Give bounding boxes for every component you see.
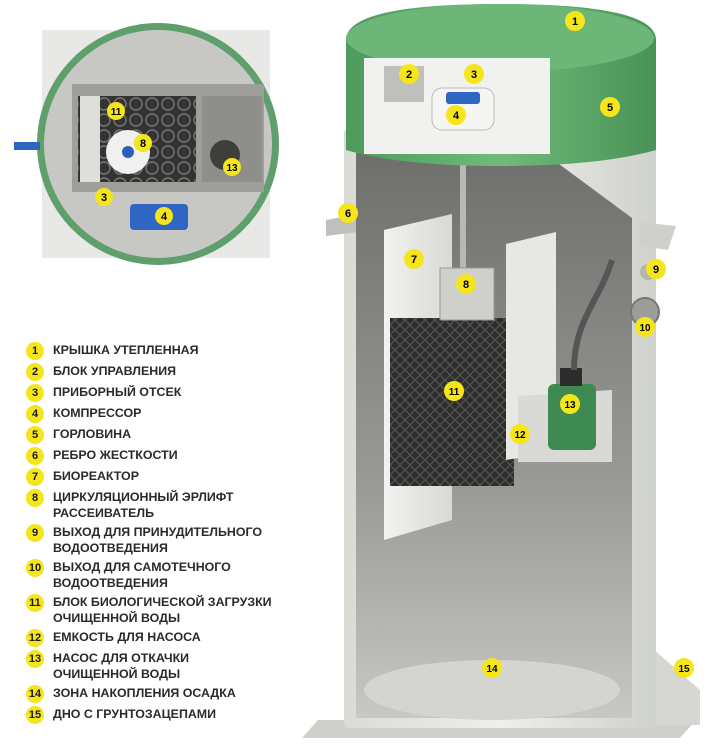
legend-text: БЛОК БИОЛОГИЧЕСКОЙ ЗАГРУЗКИ ОЧИЩЕННОЙ ВО…	[53, 595, 272, 625]
legend-item: 4 КОМПРЕССОР	[26, 405, 326, 423]
legend-text: ДНО С ГРУНТОЗАЦЕПАМИ	[53, 707, 217, 721]
main-badge-6: 6	[345, 208, 351, 220]
main-badge-4: 4	[453, 110, 460, 122]
legend-item: 15 ДНО С ГРУНТОЗАЦЕПАМИ	[26, 706, 326, 724]
legend-text: РЕБРО ЖЕСТКОСТИ	[53, 448, 178, 462]
legend-text: ВЫХОД ДЛЯ САМОТЕЧНОГО ВОДООТВЕДЕНИЯ	[53, 560, 231, 590]
bio-load-block	[390, 318, 514, 486]
legend-item: 5 ГОРЛОВИНА	[26, 426, 326, 444]
legend-item: 7 БИОРЕАКТОР	[26, 468, 326, 486]
stiffening-rib-right	[640, 222, 676, 250]
main-view-badges: 1 2 3 4 5 6 7 8 9 10 11 12 13 14 15	[338, 11, 694, 678]
compressor-accent	[446, 92, 480, 104]
legend-badge: 4	[26, 405, 44, 423]
legend-item: 8 ЦИРКУЛЯЦИОННЫЙ ЭРЛИФТ РАССЕИВАТЕЛЬ	[26, 489, 326, 521]
legend-badge: 2	[26, 363, 44, 381]
legend-badge: 8	[26, 489, 44, 507]
legend-text: ВЫХОД ДЛЯ ПРИНУДИТЕЛЬНОГО ВОДООТВЕДЕНИЯ	[53, 525, 262, 555]
legend-badge: 3	[26, 384, 44, 402]
sludge-zone	[364, 660, 620, 720]
pump-top	[560, 368, 582, 386]
legend-badge: 13	[26, 650, 44, 668]
main-badge-13: 13	[564, 400, 576, 411]
legend-text: ГОРЛОВИНА	[53, 427, 132, 441]
top-badge-13: 13	[226, 163, 238, 174]
pump-body	[548, 384, 596, 450]
legend-badge: 5	[26, 426, 44, 444]
main-badge-7: 7	[411, 254, 417, 266]
legend-text: ПРИБОРНЫЙ ОТСЕК	[53, 385, 182, 399]
legend-item: 1 КРЫШКА УТЕПЛЕННАЯ	[26, 342, 326, 360]
main-badge-1: 1	[572, 16, 578, 28]
legend-text: ЗОНА НАКОПЛЕНИЯ ОСАДКА	[53, 686, 236, 700]
top-view-badges: 11 8 3 13 4	[95, 102, 241, 225]
top-badge-3: 3	[101, 192, 107, 204]
legend-item: 14 ЗОНА НАКОПЛЕНИЯ ОСАДКА	[26, 685, 326, 703]
legend-badge: 9	[26, 524, 44, 542]
pump-hose	[571, 259, 615, 371]
legend-badge: 15	[26, 706, 44, 724]
legend-item: 6 РЕБРО ЖЕСТКОСТИ	[26, 447, 326, 465]
legend-badge: 1	[26, 342, 44, 360]
legend-text: КОМПРЕССОР	[53, 406, 142, 420]
top-view	[14, 23, 279, 265]
main-badge-15: 15	[678, 664, 690, 675]
main-badge-14: 14	[486, 664, 498, 675]
legend-badge: 11	[26, 594, 44, 612]
legend-item: 11 БЛОК БИОЛОГИЧЕСКОЙ ЗАГРУЗКИ ОЧИЩЕННОЙ …	[26, 594, 326, 626]
legend-item: 13 НАСОС ДЛЯ ОТКАЧКИ ОЧИЩЕННОЙ ВОДЫ	[26, 650, 326, 682]
legend-text: БИОРЕАКТОР	[53, 469, 139, 483]
legend-text: БЛОК УПРАВЛЕНИЯ	[53, 364, 177, 378]
legend-item: 3 ПРИБОРНЫЙ ОТСЕК	[26, 384, 326, 402]
main-badge-3: 3	[471, 69, 477, 81]
main-badge-10: 10	[639, 323, 651, 334]
main-badge-2: 2	[406, 69, 412, 81]
legend-item: 2 БЛОК УПРАВЛЕНИЯ	[26, 363, 326, 381]
top-badge-8: 8	[140, 138, 146, 150]
top-view-outlet-pipe	[14, 142, 40, 150]
airlift-pipe	[460, 160, 466, 280]
main-badge-5: 5	[607, 102, 613, 114]
top-view-partition	[80, 96, 100, 182]
legend-badge: 14	[26, 685, 44, 703]
legend-badge: 6	[26, 447, 44, 465]
main-cutaway	[302, 4, 700, 738]
main-badge-11: 11	[449, 387, 460, 398]
legend-badge: 12	[26, 629, 44, 647]
legend-text: ЦИРКУЛЯЦИОННЫЙ ЭРЛИФТ РАССЕИВАТЕЛЬ	[53, 490, 234, 520]
legend-badge: 7	[26, 468, 44, 486]
legend-text: КРЫШКА УТЕПЛЕННАЯ	[53, 343, 199, 357]
top-badge-11: 11	[111, 107, 122, 118]
legend-text: ЕМКОСТЬ ДЛЯ НАСОСА	[53, 630, 201, 644]
legend-item: 12 ЕМКОСТЬ ДЛЯ НАСОСА	[26, 629, 326, 647]
legend-item: 9 ВЫХОД ДЛЯ ПРИНУДИТЕЛЬНОГО ВОДООТВЕДЕНИЯ	[26, 524, 326, 556]
legend: 1 КРЫШКА УТЕПЛЕННАЯ 2 БЛОК УПРАВЛЕНИЯ 3 ПРИ…	[26, 342, 326, 727]
top-badge-4: 4	[161, 211, 168, 223]
legend-text: НАСОС ДЛЯ ОТКАЧКИ ОЧИЩЕННОЙ ВОДЫ	[53, 651, 190, 681]
legend-item: 10 ВЫХОД ДЛЯ САМОТЕЧНОГО ВОДООТВЕДЕНИЯ	[26, 559, 326, 591]
main-badge-9: 9	[653, 264, 659, 276]
main-badge-12: 12	[514, 430, 526, 441]
main-badge-8: 8	[463, 279, 469, 291]
legend-badge: 10	[26, 559, 44, 577]
top-view-airlift-valve	[122, 146, 134, 158]
